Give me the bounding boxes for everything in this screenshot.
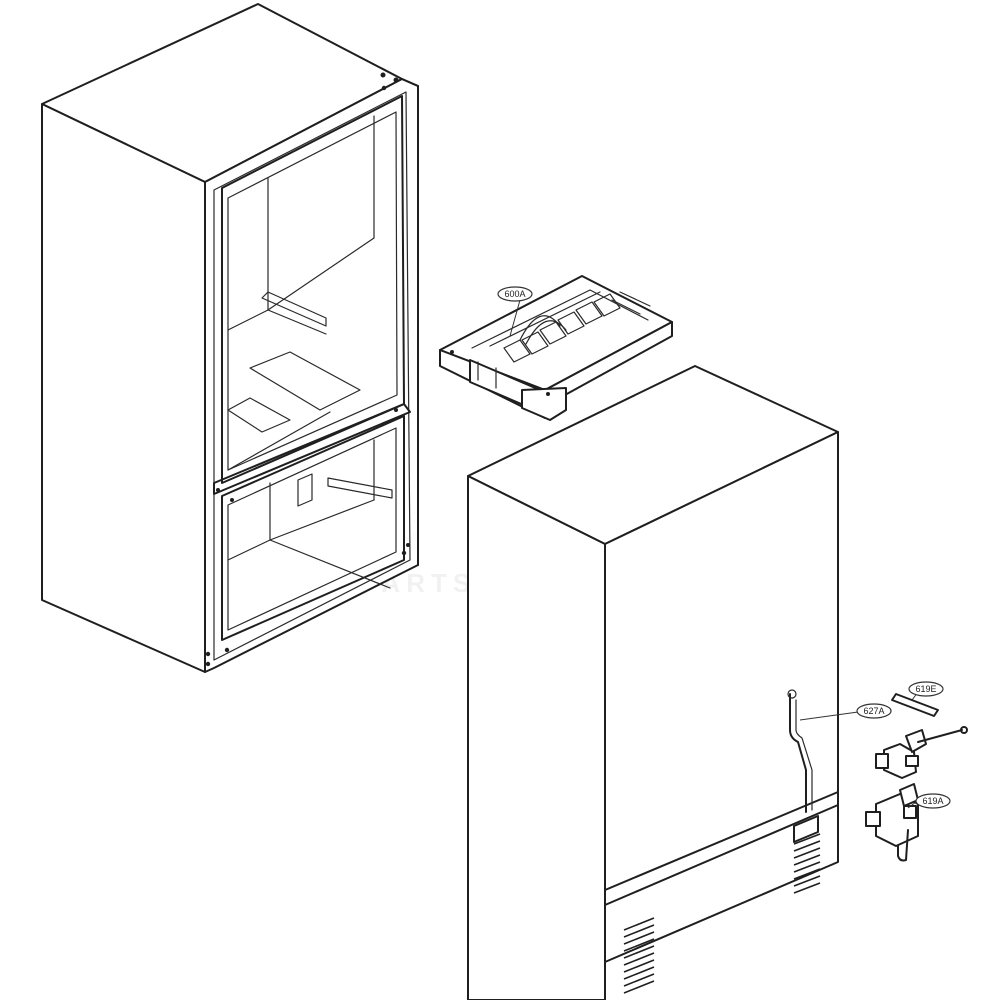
refrigerator-cabinet: [41, 3, 419, 673]
callout-627A: 627A: [799, 703, 892, 721]
callout-label-600A: 600A: [504, 289, 525, 299]
callout-label-619E: 619E: [915, 684, 936, 694]
callout-619E: 619E: [908, 681, 944, 701]
callout-label-619A: 619A: [922, 796, 943, 806]
callout-label-627A: 627A: [863, 706, 884, 716]
refrigerator-rear-cabinet: [467, 365, 839, 1000]
callout-619A: 619A: [907, 793, 951, 809]
access-cover: [793, 815, 819, 843]
ice-maker-assembly: [439, 275, 673, 421]
valve-clip: [891, 693, 939, 717]
vent-grille-upper: [793, 833, 821, 894]
water-valve-assembly: [865, 693, 968, 862]
water-tube: [789, 693, 807, 813]
vent-grille-lower: [623, 917, 655, 994]
callout-600A: 600A: [497, 286, 533, 337]
